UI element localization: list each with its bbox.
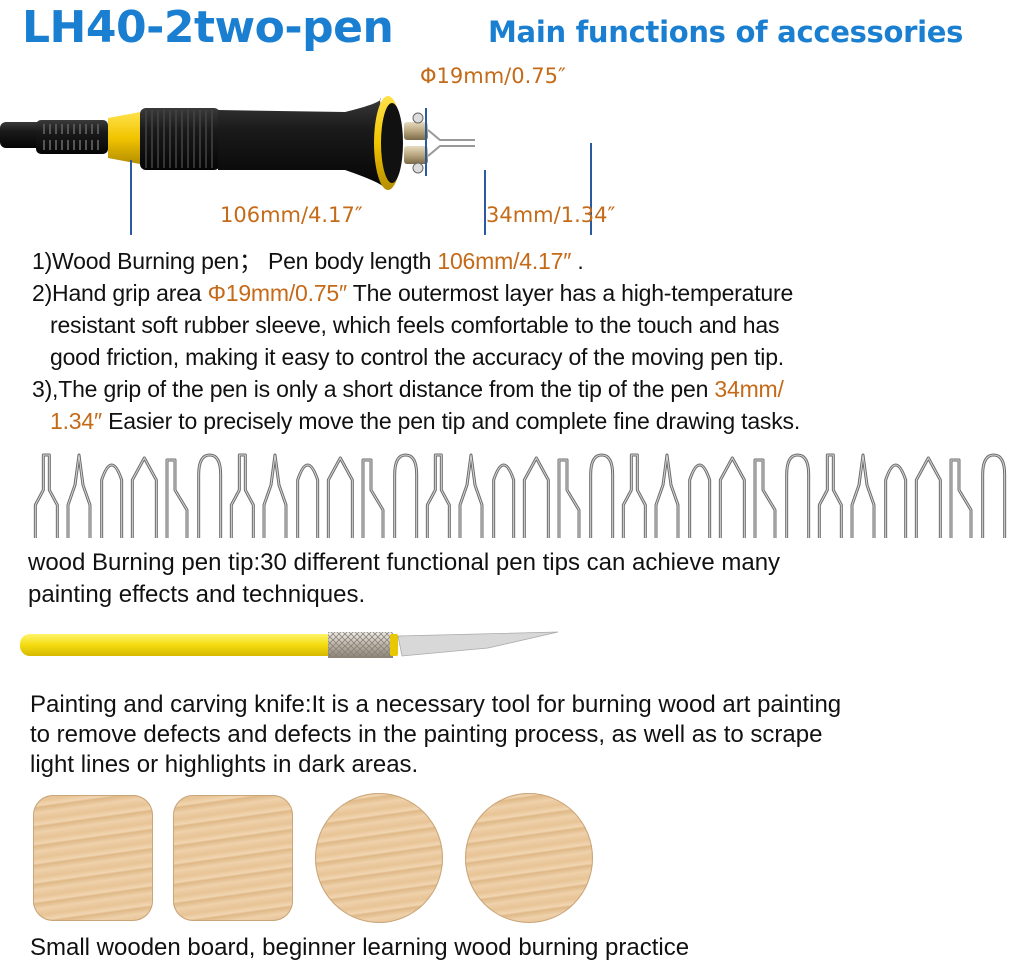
tip-distance-label: 34mm/1.34″: [486, 203, 616, 227]
pen-tip-icon: [296, 463, 320, 538]
guide-line-body-start: [130, 160, 132, 235]
feature-item-1: 1)Wood Burning pen； Pen body length 106m…: [32, 248, 584, 274]
pen-tip-icon: [949, 458, 973, 538]
feature-item-3: 3),The grip of the pen is only a short d…: [32, 376, 784, 402]
pen-tips-caption: wood Burning pen tip:30 different functi…: [28, 549, 781, 608]
pen-tips-row: [30, 450, 1010, 540]
pen-tips-image: [33, 453, 1007, 538]
feature-item-2-line-2: resistant soft rubber sleeve, which feel…: [50, 312, 780, 338]
pen-tip-icon: [981, 453, 1007, 538]
feature-item-2-line-3: good friction, making it easy to control…: [50, 344, 784, 370]
pen-tip-icon: [914, 456, 942, 538]
guide-line-ring: [484, 170, 486, 235]
body-length-label: 106mm/4.17″: [220, 203, 363, 227]
section-subtitle: Main functions of accessories: [488, 15, 964, 49]
grip-diameter-highlight: Φ19mm/0.75″: [207, 280, 348, 306]
pen-tip-icon: [165, 458, 189, 538]
wood-burning-pen-image: [0, 96, 475, 190]
pen-tip-icon: [522, 456, 550, 538]
feature-item-2: 2)Hand grip area Φ19mm/0.75″ The outermo…: [32, 280, 794, 306]
knife-caption: Painting and carving knife:It is a neces…: [30, 691, 842, 778]
pen-tip-icon: [33, 453, 59, 538]
pen-tip-icon: [100, 463, 124, 538]
body-length-highlight: 106mm/4.17″: [437, 248, 572, 274]
pen-tip-icon: [718, 456, 746, 538]
pen-tip-icon: [458, 453, 484, 538]
feature-item-3-line-2: 1.34″ Easier to precisely move the pen t…: [50, 408, 801, 434]
wooden-board-round-1: [315, 793, 443, 923]
pen-tip-icon: [197, 453, 223, 538]
product-title: LH40-2two-pen: [22, 2, 394, 53]
wooden-board-square-2: [173, 795, 293, 921]
pen-tip-icon: [361, 458, 385, 538]
pen-tip-icon: [262, 453, 288, 538]
pen-tip-icon: [884, 463, 908, 538]
diameter-label: Φ19mm/0.75″: [420, 64, 566, 88]
pen-tip-icon: [425, 453, 451, 538]
pen-tip-icon: [785, 453, 811, 538]
guide-line-diameter: [425, 108, 427, 176]
pen-tip-icon: [688, 463, 712, 538]
pen-tip-icon: [130, 456, 158, 538]
pen-tip-icon: [66, 453, 92, 538]
pen-tip-icon: [621, 453, 647, 538]
tip-distance-highlight: 34mm/: [714, 376, 784, 402]
pen-tip-icon: [753, 458, 777, 538]
pen-tip-icon: [326, 456, 354, 538]
wooden-board-square-1: [33, 795, 153, 921]
pen-tip-icon: [229, 453, 255, 538]
guide-line-tip: [590, 143, 592, 235]
pen-diagram: [0, 60, 660, 235]
wooden-board-round-2: [465, 793, 593, 923]
pen-tip-icon: [557, 458, 581, 538]
pen-tip-icon: [589, 453, 615, 538]
pen-tip-icon: [492, 463, 516, 538]
carving-knife-image: [20, 631, 559, 658]
feature-list: 1)Wood Burning pen； Pen body length 106m…: [32, 245, 1022, 437]
pen-tip-icon: [850, 453, 876, 538]
pen-tip-icon: [393, 453, 419, 538]
pen-tip-icon: [654, 453, 680, 538]
wooden-board-caption: Small wooden board, beginner learning wo…: [30, 934, 690, 961]
pen-tip-icon: [817, 453, 843, 538]
